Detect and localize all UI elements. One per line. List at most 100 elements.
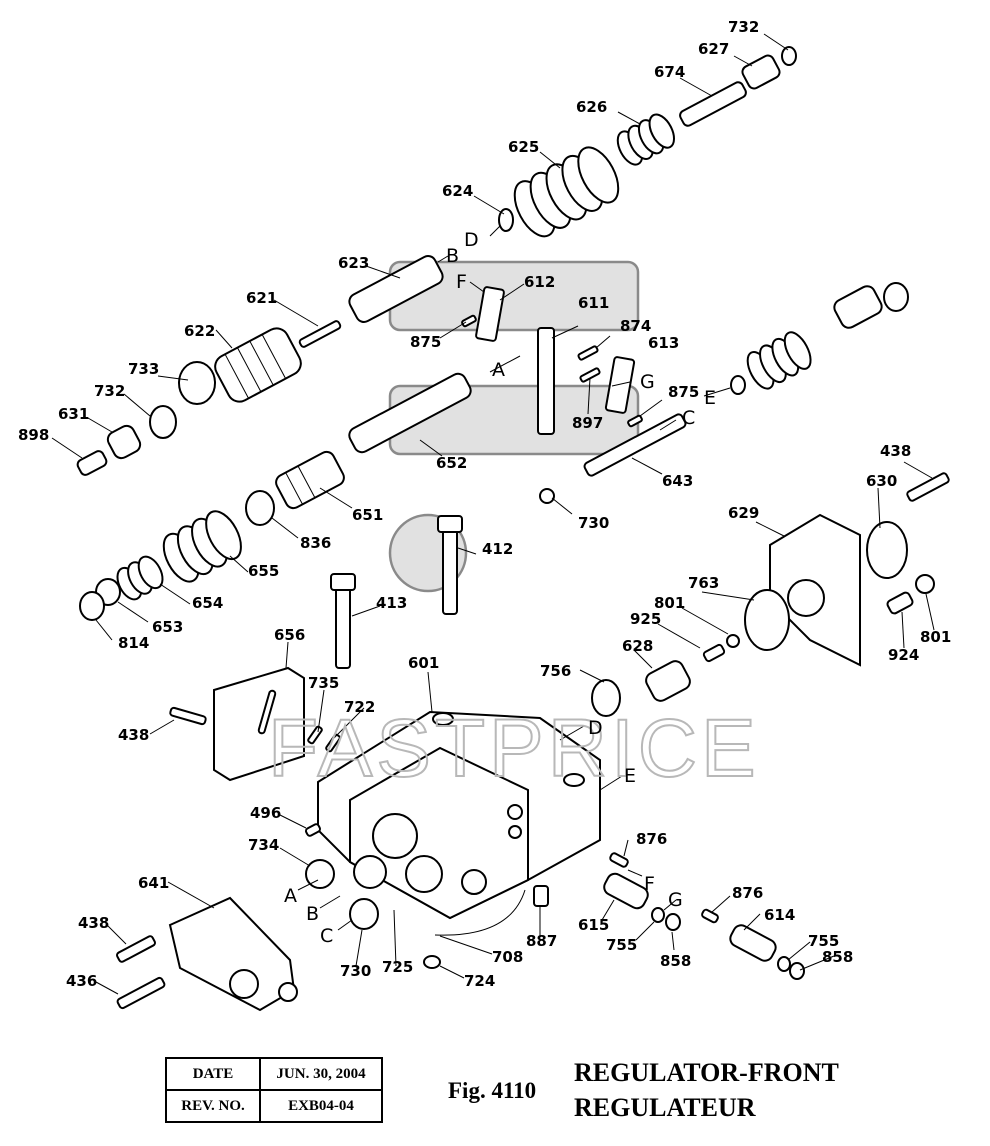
part-label: 755	[606, 936, 637, 954]
part-label: 763	[688, 574, 719, 592]
cover-plate	[169, 666, 341, 782]
part-label: 624	[442, 182, 473, 200]
part-label: 621	[246, 289, 277, 307]
leader-lines	[51, 33, 935, 995]
part-label: 612	[524, 273, 555, 291]
ref-letter: B	[306, 903, 319, 925]
part-label: 627	[698, 40, 729, 58]
date-value: JUN. 30, 2004	[259, 1057, 383, 1091]
part-label: 615	[578, 916, 609, 934]
part-label: 611	[578, 294, 609, 312]
right-side-parts	[539, 282, 950, 717]
ref-letter: D	[588, 717, 603, 739]
rev-value: EXB04-04	[259, 1089, 383, 1123]
ref-letter: F	[456, 271, 467, 293]
part-label: 626	[576, 98, 607, 116]
ref-letter: F	[644, 873, 655, 895]
part-label: 438	[880, 442, 911, 460]
part-label: 876	[636, 830, 667, 848]
part-label: 631	[58, 405, 89, 423]
end-cover-641	[116, 896, 298, 1012]
part-label: 643	[662, 472, 693, 490]
part-label: 654	[192, 594, 223, 612]
part-label: 651	[352, 506, 383, 524]
part-label: 735	[308, 674, 339, 692]
part-label: 887	[526, 932, 557, 950]
part-label: 652	[436, 454, 467, 472]
part-label: 629	[728, 504, 759, 522]
part-label: 641	[138, 874, 169, 892]
part-label: 733	[128, 360, 159, 378]
date-label: DATE	[165, 1057, 261, 1091]
part-label: 655	[248, 562, 279, 580]
part-label: 756	[540, 662, 571, 680]
part-label: 732	[94, 382, 125, 400]
part-label: 724	[464, 972, 495, 990]
part-label: 438	[78, 914, 109, 932]
part-label: 653	[152, 618, 183, 636]
part-label: 436	[66, 972, 97, 990]
ref-letter: A	[284, 885, 297, 907]
figure-title-en: REGULATOR-FRONT	[574, 1058, 839, 1087]
ref-letter: G	[668, 889, 683, 911]
part-label: 674	[654, 63, 685, 81]
part-label: 708	[492, 948, 523, 966]
revision-table: DATE JUN. 30, 2004 REV. NO. EXB04-04	[165, 1057, 383, 1123]
part-label: 412	[482, 540, 513, 558]
part-label: 613	[648, 334, 679, 352]
part-label: 924	[888, 646, 919, 664]
part-label: 732	[728, 18, 759, 36]
ref-letter: C	[320, 925, 333, 947]
part-label: 875	[410, 333, 441, 351]
lever-links	[461, 286, 643, 435]
ref-letter: E	[704, 387, 716, 409]
part-label: 858	[822, 948, 853, 966]
part-number-labels: 732 627 674 626 625 624 623 612 621 622 …	[18, 18, 951, 990]
spool-assembly	[79, 372, 472, 621]
upper-spring-stack	[498, 46, 797, 238]
part-label: 874	[620, 317, 651, 335]
regulator-body	[304, 710, 601, 969]
part-label: 801	[654, 594, 685, 612]
part-label: 755	[808, 932, 839, 950]
ref-letter: G	[640, 371, 655, 393]
cap-screws	[330, 515, 463, 669]
part-label: 876	[732, 884, 763, 902]
ref-letter: C	[682, 407, 695, 429]
piston-assembly	[76, 255, 444, 476]
plungers	[603, 852, 805, 980]
figure-number: Fig. 4110	[448, 1078, 537, 1103]
part-label: 625	[508, 138, 539, 156]
part-label: 623	[338, 254, 369, 272]
figure-title-fr: REGULATEUR	[574, 1093, 756, 1122]
part-label: 630	[866, 472, 897, 490]
part-label: 614	[764, 906, 795, 924]
part-label: 730	[578, 514, 609, 532]
part-label: 898	[18, 426, 49, 444]
part-label: 622	[184, 322, 215, 340]
part-label: 601	[408, 654, 439, 672]
part-label: 730	[340, 962, 371, 980]
part-label: 656	[274, 626, 305, 644]
ref-letter: D	[464, 229, 479, 251]
part-label: 722	[344, 698, 375, 716]
part-label: 628	[622, 637, 653, 655]
ref-letter: E	[624, 765, 636, 787]
part-label: 734	[248, 836, 279, 854]
part-label: 496	[250, 804, 281, 822]
part-label: 925	[630, 610, 661, 628]
part-label: 836	[300, 534, 331, 552]
part-label: 897	[572, 414, 603, 432]
rev-label: REV. NO.	[165, 1089, 261, 1123]
part-label: 413	[376, 594, 407, 612]
reference-letters: D B F A G E C D E A B C F G	[284, 229, 716, 947]
ref-letter: A	[492, 359, 505, 381]
part-label: 725	[382, 958, 413, 976]
part-label: 801	[920, 628, 951, 646]
part-label: 858	[660, 952, 691, 970]
part-label: 875	[668, 383, 699, 401]
part-label: 814	[118, 634, 149, 652]
part-label: 438	[118, 726, 149, 744]
watermark: FASTPRICE	[268, 703, 760, 794]
